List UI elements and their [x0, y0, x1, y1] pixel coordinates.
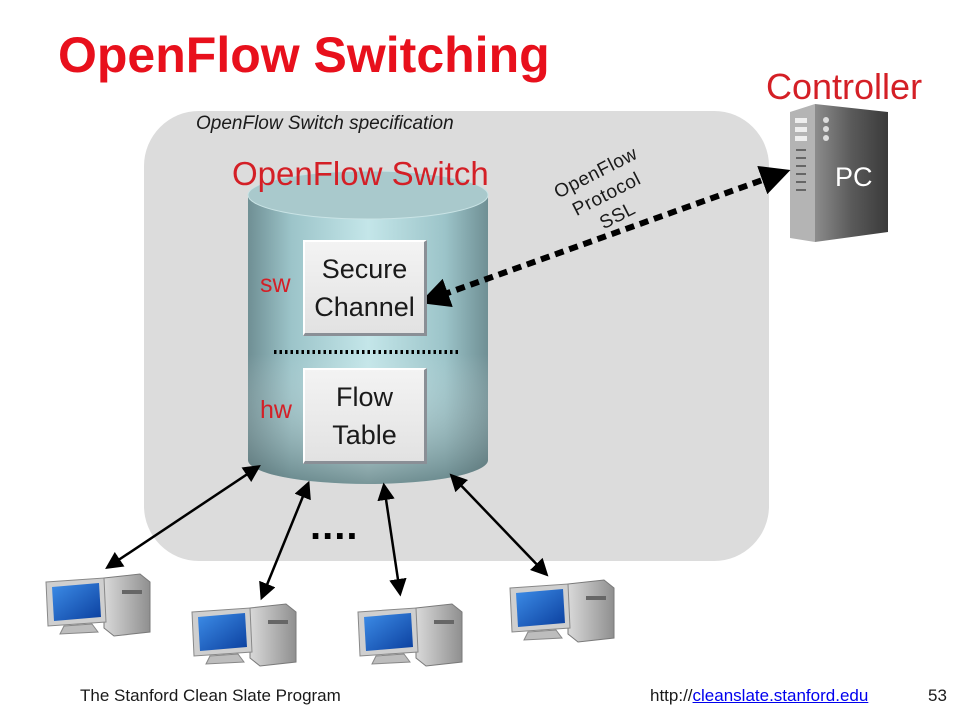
- footer-url-prefix: http://: [650, 686, 693, 705]
- openflow-switch-label: OpenFlow Switch: [232, 155, 489, 192]
- hw-label: hw: [260, 396, 292, 424]
- secure-channel-box: Secure Channel: [303, 240, 427, 336]
- host-computer-icon: [45, 573, 151, 637]
- slide-title: OpenFlow Switching: [58, 27, 550, 83]
- secure-channel-line-1: Secure: [321, 253, 408, 284]
- more-hosts-ellipsis: ....: [310, 504, 359, 548]
- spec-label: OpenFlow Switch specification: [196, 113, 454, 134]
- openflow-protocol-arrow: [419, 165, 791, 308]
- footer-program-name: The Stanford Clean Slate Program: [80, 686, 341, 705]
- host-computer-icon: [357, 603, 463, 667]
- secure-channel-line-2: Channel: [314, 291, 415, 322]
- host-link-arrow: [449, 473, 549, 577]
- pc-label: PC: [835, 162, 873, 192]
- controller-label: Controller: [766, 66, 923, 107]
- flow-table-box: Flow Table: [303, 368, 427, 464]
- footer-url-link[interactable]: cleanslate.stanford.edu: [692, 686, 869, 705]
- flow-table-line-2: Table: [332, 419, 397, 450]
- host-link-arrow: [259, 480, 311, 601]
- host-computer-icon: [191, 603, 297, 667]
- controller-server-icon: [790, 104, 888, 242]
- page-number: 53: [928, 686, 947, 705]
- flow-table-line-1: Flow: [335, 381, 393, 412]
- sw-label: sw: [260, 270, 291, 298]
- host-link-arrow: [105, 465, 261, 569]
- host-link-arrow: [377, 482, 407, 597]
- host-computer-icon: [509, 579, 615, 643]
- footer-url: http://cleanslate.stanford.edu: [650, 686, 868, 706]
